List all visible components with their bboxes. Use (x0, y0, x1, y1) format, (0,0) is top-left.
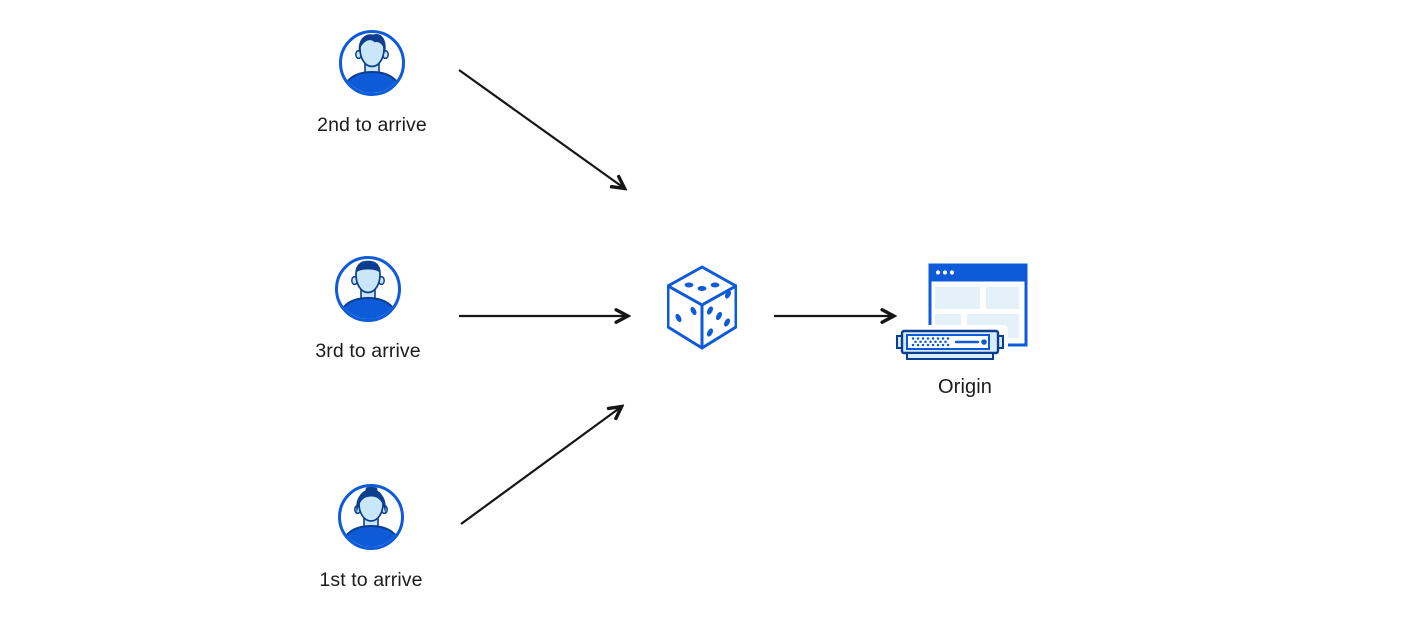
node-selector (666, 265, 738, 356)
server-icon (894, 325, 1008, 365)
person-avatar-icon (335, 256, 401, 322)
dice-icon (666, 265, 738, 350)
node-origin: Origin (894, 254, 1028, 398)
node-third-visitor: 3rd to arrive (315, 255, 421, 362)
node-first-visitor: 1st to arrive (319, 483, 422, 591)
person-avatar-icon (339, 30, 405, 96)
person-avatar-icon (338, 484, 404, 550)
arrow-second-visitor-to-selector (458, 69, 624, 188)
node-label: Origin (938, 376, 992, 398)
node-label: 2nd to arrive (317, 114, 427, 136)
arrow-first-visitor-to-selector (460, 407, 621, 525)
node-label: 1st to arrive (319, 569, 423, 591)
dice-pips (675, 282, 732, 337)
node-label: 3rd to arrive (315, 340, 421, 362)
origin-server-browser-icon (894, 263, 1028, 365)
node-second-visitor: 2nd to arrive (317, 29, 427, 136)
